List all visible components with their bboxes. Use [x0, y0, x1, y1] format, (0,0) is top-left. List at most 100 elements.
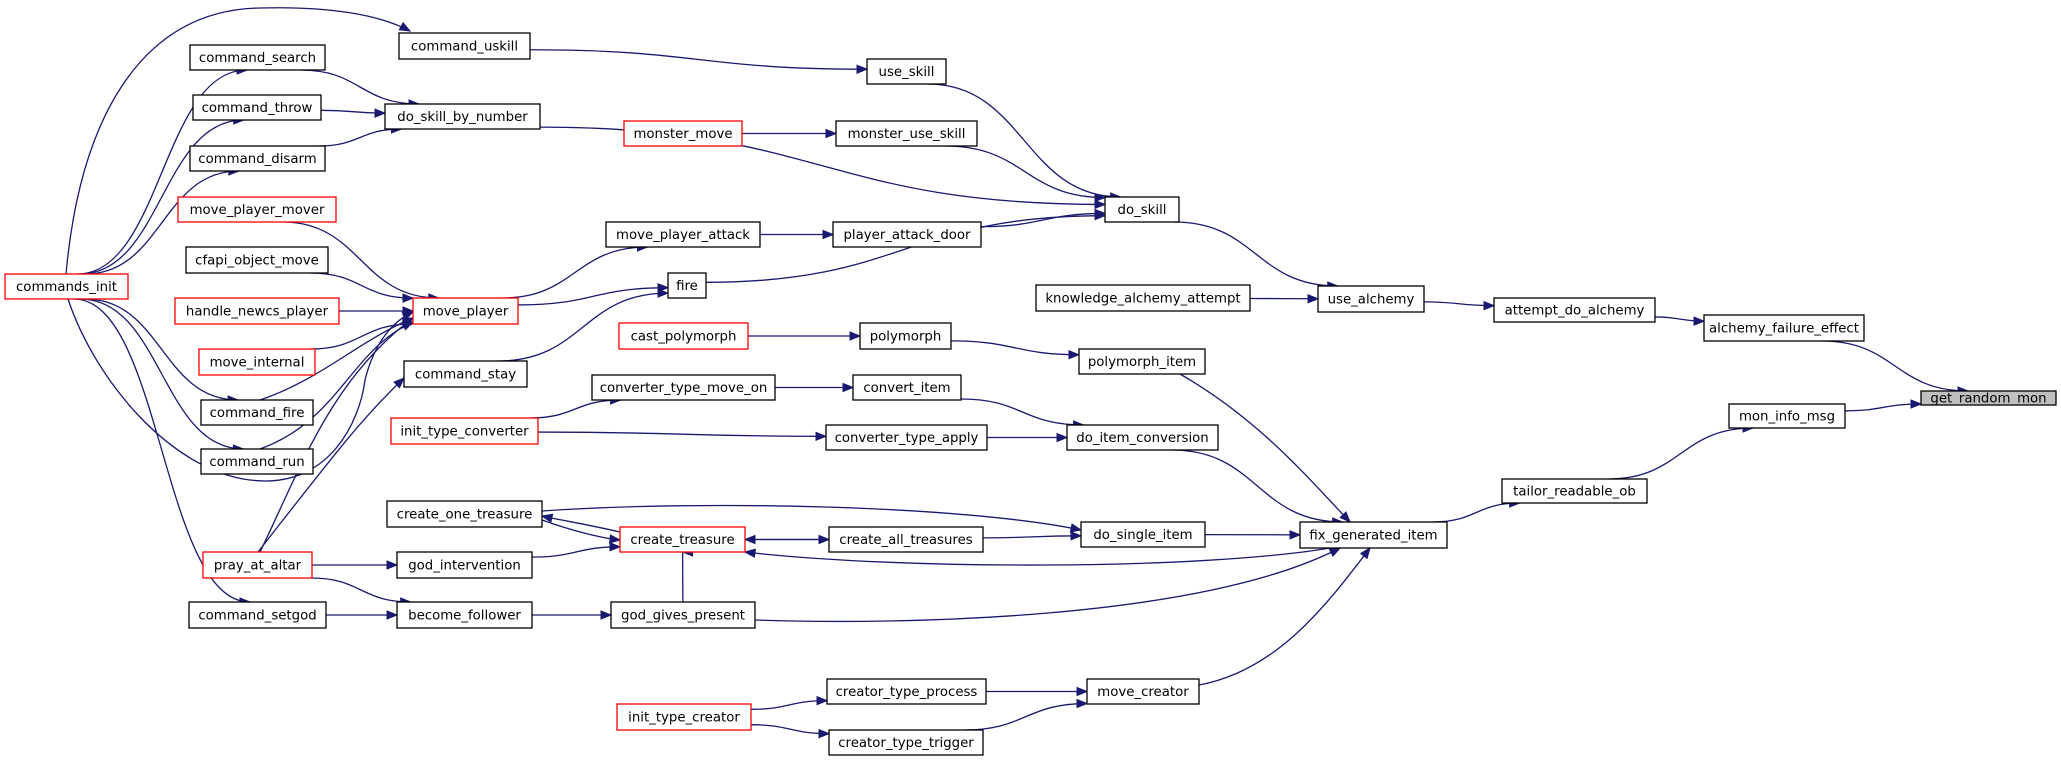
node-command_run[interactable]: command_run: [200, 448, 314, 475]
node-box: [189, 145, 326, 172]
node-label: init_type_converter: [400, 425, 529, 440]
node-mon_info_msg[interactable]: mon_info_msg: [1728, 403, 1846, 429]
node-command_disarm[interactable]: command_disarm: [189, 145, 326, 172]
node-move_creator[interactable]: move_creator: [1086, 678, 1200, 705]
edge-command_uskill-to-use_skill: [529, 49, 869, 74]
edge-arrowhead: [1076, 698, 1089, 709]
node-command_fire[interactable]: command_fire: [200, 399, 314, 426]
edge-command_run-to-move_player: [259, 321, 415, 450]
node-box: [828, 526, 984, 553]
node-do_skill[interactable]: do_skill: [1104, 196, 1180, 223]
edge-god_intervention-to-create_treasure: [531, 542, 622, 558]
node-cast_polymorph[interactable]: cast_polymorph: [618, 322, 749, 350]
node-pray_at_altar[interactable]: pray_at_altar: [202, 551, 313, 579]
node-label: convert_item: [863, 381, 950, 396]
edge-arrowhead: [1307, 294, 1320, 304]
edge-mon_info_msg-to-get_random_mon: [1844, 399, 1923, 412]
node-label: command_search: [199, 51, 316, 66]
edge-line: [982, 535, 1082, 539]
node-alchemy_failure_effect[interactable]: alchemy_failure_effect: [1703, 314, 1865, 342]
edge-cfapi_object_move-to-move_player: [310, 272, 415, 303]
node-box: [667, 272, 707, 299]
node-god_gives_present[interactable]: god_gives_present: [610, 601, 756, 629]
node-attempt_do_alchemy[interactable]: attempt_do_alchemy: [1493, 297, 1656, 323]
edge-god_gives_present-to-fix_generated_item: [754, 547, 1342, 623]
node-command_search[interactable]: command_search: [189, 44, 326, 71]
node-do_skill_by_number[interactable]: do_skill_by_number: [384, 103, 541, 130]
edge-arrowhead: [1359, 546, 1371, 560]
node-label: command_setgod: [198, 609, 316, 624]
node-label: knowledge_alchemy_attempt: [1045, 292, 1240, 307]
edge-line: [1198, 547, 1371, 686]
node-player_attack_door[interactable]: player_attack_door: [832, 221, 982, 248]
node-use_skill[interactable]: use_skill: [866, 58, 947, 85]
node-creator_type_process[interactable]: creator_type_process: [826, 678, 987, 705]
node-init_type_converter[interactable]: init_type_converter: [390, 417, 539, 445]
node-get_random_mon[interactable]: get_random_mon: [1920, 390, 2057, 407]
node-label: command_fire: [210, 406, 305, 421]
node-do_single_item[interactable]: do_single_item: [1080, 521, 1206, 548]
edge-polymorph_item-to-fix_generated_item: [1179, 373, 1351, 523]
node-box: [396, 601, 533, 629]
edge-arrowhead: [1328, 547, 1342, 558]
node-label: polymorph_item: [1088, 355, 1196, 370]
edge-do_skill-to-use_alchemy: [1173, 221, 1340, 291]
node-box: [188, 601, 327, 629]
node-monster_use_skill[interactable]: monster_use_skill: [835, 120, 978, 147]
node-converter_type_move_on[interactable]: converter_type_move_on: [591, 374, 776, 401]
node-handle_newcs_player[interactable]: handle_newcs_player: [174, 297, 340, 325]
node-knowledge_alchemy_attempt[interactable]: knowledge_alchemy_attempt: [1035, 284, 1251, 312]
node-tailor_readable_ob[interactable]: tailor_readable_ob: [1501, 478, 1648, 504]
node-move_player_attack[interactable]: move_player_attack: [605, 221, 761, 248]
edge-move_creator-to-fix_generated_item: [1198, 546, 1371, 686]
node-label: move_player: [423, 305, 509, 320]
node-convert_item[interactable]: convert_item: [852, 374, 962, 401]
node-command_throw[interactable]: command_throw: [192, 94, 322, 121]
edge-do_item_conversion-to-fix_generated_item: [1172, 449, 1345, 527]
node-converter_type_apply[interactable]: converter_type_apply: [825, 424, 988, 451]
node-creator_type_trigger[interactable]: creator_type_trigger: [828, 729, 984, 756]
edge-line: [517, 287, 669, 306]
node-move_player_mover[interactable]: move_player_mover: [177, 196, 337, 223]
node-fix_generated_item[interactable]: fix_generated_item: [1299, 521, 1448, 549]
node-move_internal[interactable]: move_internal: [198, 348, 316, 376]
node-become_follower[interactable]: become_follower: [396, 601, 533, 629]
node-init_type_creator[interactable]: init_type_creator: [616, 703, 752, 731]
edge-commands_init-to-command_uskill: [65, 7, 412, 275]
node-label: command_throw: [202, 101, 313, 116]
edge-use_alchemy-to-attempt_do_alchemy: [1423, 300, 1496, 311]
edge-arrowhead: [1483, 300, 1496, 311]
node-command_setgod[interactable]: command_setgod: [188, 601, 327, 629]
edge-line: [259, 321, 414, 450]
node-label: create_treasure: [630, 533, 734, 548]
node-box: [396, 551, 533, 579]
node-do_item_conversion[interactable]: do_item_conversion: [1066, 424, 1219, 451]
edge-become_follower-to-god_gives_present: [531, 610, 613, 620]
node-monster_move[interactable]: monster_move: [623, 120, 743, 147]
node-label: get_random_mon: [1930, 392, 2046, 407]
edge-fire-to-do_skill: [705, 210, 1107, 283]
node-command_stay[interactable]: command_stay: [403, 360, 528, 388]
node-command_uskill[interactable]: command_uskill: [398, 32, 531, 60]
node-use_alchemy[interactable]: use_alchemy: [1317, 285, 1425, 313]
node-box: [1920, 390, 2057, 406]
node-polymorph[interactable]: polymorph: [859, 322, 952, 350]
node-box: [1086, 678, 1200, 705]
edge-arrowhead: [1289, 530, 1302, 540]
node-create_one_treasure[interactable]: create_one_treasure: [386, 500, 543, 528]
edge-line: [76, 69, 248, 275]
edge-arrowhead: [856, 64, 869, 74]
node-create_treasure[interactable]: create_treasure: [619, 526, 746, 553]
node-commands_init[interactable]: commands_init: [4, 273, 129, 300]
node-move_player[interactable]: move_player: [412, 297, 519, 325]
edge-line: [300, 69, 420, 105]
node-god_intervention[interactable]: god_intervention: [396, 551, 533, 579]
node-create_all_treasures[interactable]: create_all_treasures: [828, 526, 984, 553]
edge-arrowhead: [600, 610, 613, 620]
node-cfapi_object_move[interactable]: cfapi_object_move: [185, 246, 329, 274]
edge-line: [531, 546, 621, 558]
node-fire[interactable]: fire: [667, 272, 707, 299]
node-box: [826, 678, 987, 705]
node-polymorph_item[interactable]: polymorph_item: [1078, 348, 1206, 375]
